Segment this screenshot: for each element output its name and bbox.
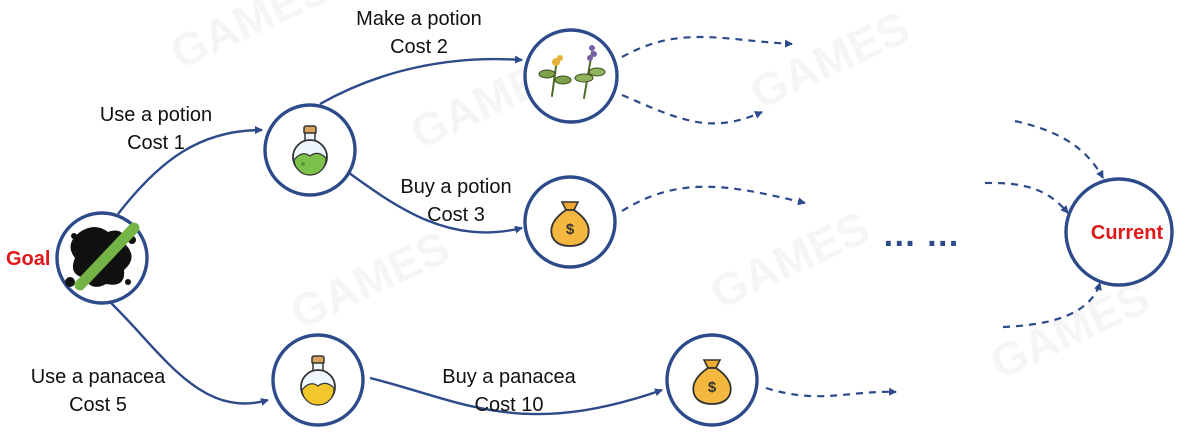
dashed-edge-money-bottom (765, 386, 897, 398)
svg-text:GAMES: GAMES (982, 271, 1157, 389)
edge-goal-to-panacea (109, 301, 269, 406)
crossed-out-blob-icon (65, 222, 140, 291)
make-potion-cost: Cost 2 (390, 36, 448, 58)
money-bag-icon: $ (692, 359, 732, 405)
herbs-node (523, 28, 619, 124)
svg-text:GAMES: GAMES (162, 0, 337, 79)
dashed-edge-herbs-lower (621, 93, 763, 125)
svg-text:GAMES: GAMES (282, 221, 457, 339)
buy-potion-label: Buy a potion (400, 176, 511, 198)
green-potion-icon (292, 125, 328, 176)
edge-potion-to-herbs (319, 55, 523, 106)
herbs-icon (538, 45, 606, 99)
buy-panacea-label: Buy a panacea (442, 366, 576, 388)
dashed-edge-into-current-1 (1014, 119, 1104, 179)
money-bag-icon: $ (550, 201, 590, 247)
dashed-edge-herbs-upper (621, 35, 793, 58)
svg-text:$: $ (708, 379, 717, 396)
svg-text:$: $ (566, 221, 575, 238)
svg-text:GAMES: GAMES (742, 1, 917, 119)
edge-potion-to-money (344, 169, 523, 234)
make-potion-label: Make a potion (356, 8, 482, 30)
use-potion-label: Use a potion (100, 104, 212, 126)
use-panacea-cost: Cost 5 (69, 394, 127, 416)
dashed-edge-into-current-3 (1002, 282, 1102, 329)
edge-goal-to-potion (117, 126, 263, 215)
edge-panacea-to-money (369, 376, 663, 416)
dashed-edge-money-top (621, 185, 806, 212)
svg-text:GAMES: GAMES (702, 201, 877, 319)
current-node (1064, 177, 1174, 287)
buy-potion-cost: Cost 3 (427, 204, 485, 226)
use-panacea-label: Use a panacea (31, 366, 166, 388)
use-potion-cost: Cost 1 (127, 132, 185, 154)
yellow-potion-icon (300, 355, 336, 406)
goal-label: Goal (6, 248, 50, 270)
ellipsis-dots: … … (882, 216, 959, 254)
current-label: Current (1091, 222, 1164, 244)
buy-panacea-cost: Cost 10 (475, 394, 544, 416)
dashed-edge-into-current-2 (984, 181, 1069, 214)
